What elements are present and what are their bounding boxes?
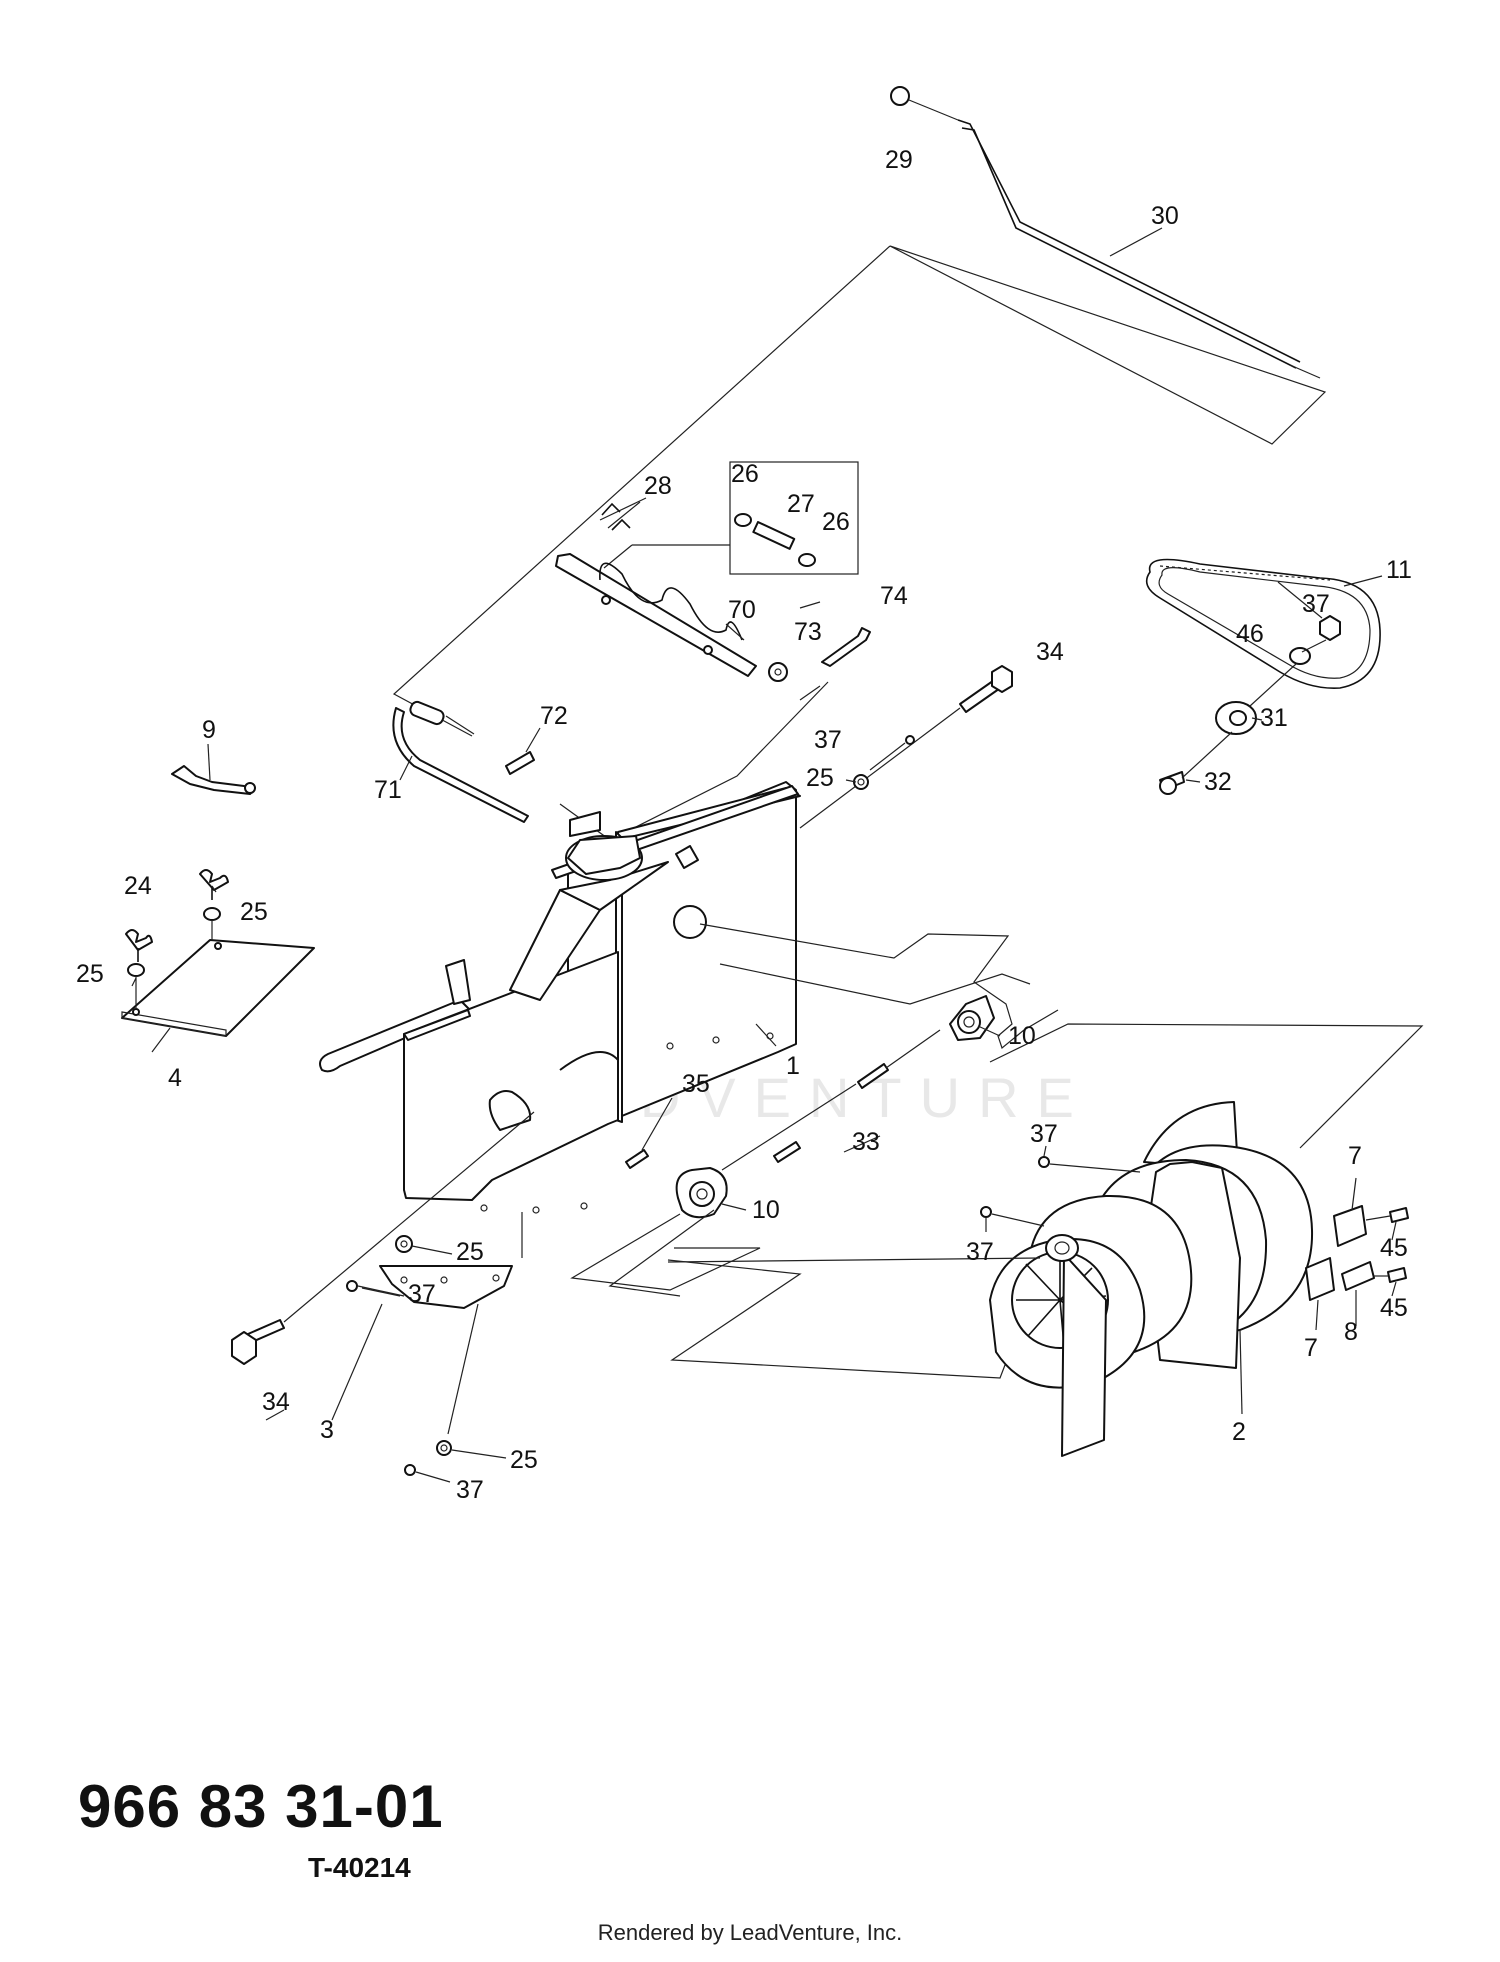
callout-25d: 25 [456,1238,484,1266]
leader-lines [131,227,1397,1483]
bolt-45b [1387,1267,1407,1283]
nut-37-top [905,735,915,745]
wingbolt-24b [125,929,153,951]
callout-25e: 25 [510,1446,538,1474]
callout-72: 72 [540,702,568,730]
callout-33: 33 [852,1128,880,1156]
chute-crank-assembly [890,86,1321,379]
rod-71 [392,707,529,823]
pin-74 [821,627,871,667]
nut-37-lower [346,1280,358,1292]
auger-shaft [555,502,757,677]
callout-30: 30 [1151,202,1179,230]
part-number: 966 83 31-01 [78,1773,444,1840]
callout-37f: 37 [456,1476,484,1504]
callout-26b: 26 [822,508,850,536]
callout-3: 3 [320,1416,334,1444]
paddle-8 [1341,1261,1375,1291]
callout-31: 31 [1260,704,1288,732]
bolt-35 [625,1149,649,1169]
callout-10a: 10 [1008,1022,1036,1050]
nut-37-impeller-b [980,1206,992,1218]
spring-27 [752,521,796,550]
crank-knob [890,86,910,106]
callout-45a: 45 [1380,1234,1408,1262]
callout-9: 9 [202,716,216,744]
callout-25b: 25 [240,898,268,926]
callout-27: 27 [787,490,815,518]
callout-28: 28 [644,472,672,500]
callout-2: 2 [1232,1418,1246,1446]
callout-8: 8 [1344,1318,1358,1346]
bolt-34-head [231,1331,257,1365]
impeller-2 [989,1101,1314,1457]
callout-32: 32 [1204,768,1232,796]
nut-37-impeller-a [1038,1156,1050,1168]
washer-25-skid [436,1440,452,1456]
bearing-guide-upper [699,923,1059,1050]
crank-rod [957,119,1301,363]
callout-34a: 34 [1036,638,1064,666]
callout-10b: 10 [752,1196,780,1224]
washer-25-lower [395,1235,413,1253]
callout-71: 71 [374,776,402,804]
impeller-guide-outline [667,1023,1424,1379]
callout-24: 24 [124,872,152,900]
callout-37c: 37 [1030,1120,1058,1148]
callout-73: 73 [794,618,822,646]
bolt-34-upper [959,665,1013,713]
washer-73 [768,662,788,682]
clip-9 [171,765,255,795]
nut-37 [1319,615,1341,641]
plate-4 [121,939,315,1037]
callout-26a: 26 [731,460,759,488]
callout-29: 29 [885,146,913,174]
bearing-10-upper [949,995,995,1041]
callout-74: 74 [880,582,908,610]
spring-kit-box [729,461,859,575]
callout-37a: 37 [1302,590,1330,618]
bearing-10-lower [675,1167,728,1219]
callout-25c: 25 [76,960,104,988]
assembly-guide-outline [392,245,1327,841]
callout-37e: 37 [408,1280,436,1308]
paddle-7a [1333,1205,1367,1247]
drive-belt [1145,558,1381,689]
callout-35: 35 [682,1070,710,1098]
bearing-guide-lower [570,1209,761,1297]
callout-labels: 29 30 28 26 27 26 70 73 74 11 37 46 34 3… [76,146,1412,1504]
nut-37-skid [404,1464,416,1476]
bolt-72 [505,751,535,775]
callout-7b: 7 [1304,1334,1318,1362]
footer-credit: Rendered by LeadVenture, Inc. [597,1920,903,1945]
callout-34b: 34 [262,1388,290,1416]
callout-11: 11 [1386,556,1412,584]
auger-housing [319,781,801,1214]
washer-25-top [853,774,869,790]
washer-25c [127,963,145,977]
callout-1: 1 [786,1052,800,1080]
washer-46 [1289,647,1311,665]
callout-7a: 7 [1348,1142,1362,1170]
callout-46: 46 [1236,620,1264,648]
wingbolt-24a [199,869,229,891]
bolt-45a [1389,1207,1409,1223]
callout-37d: 37 [966,1238,994,1266]
bolt-33b [773,1141,801,1163]
washer-25b [203,907,221,921]
washer-26b [798,553,816,567]
skid-shoe-3 [379,1265,513,1309]
callout-70: 70 [728,596,756,624]
paddle-7b [1305,1257,1335,1301]
bolt-33 [857,1063,889,1089]
callout-45b: 45 [1380,1294,1408,1322]
washer-26a [734,513,752,527]
callout-37b: 37 [814,726,842,754]
drawing-number: T-40214 [308,1852,411,1883]
callout-4: 4 [168,1064,182,1092]
callout-25a: 25 [806,764,834,792]
